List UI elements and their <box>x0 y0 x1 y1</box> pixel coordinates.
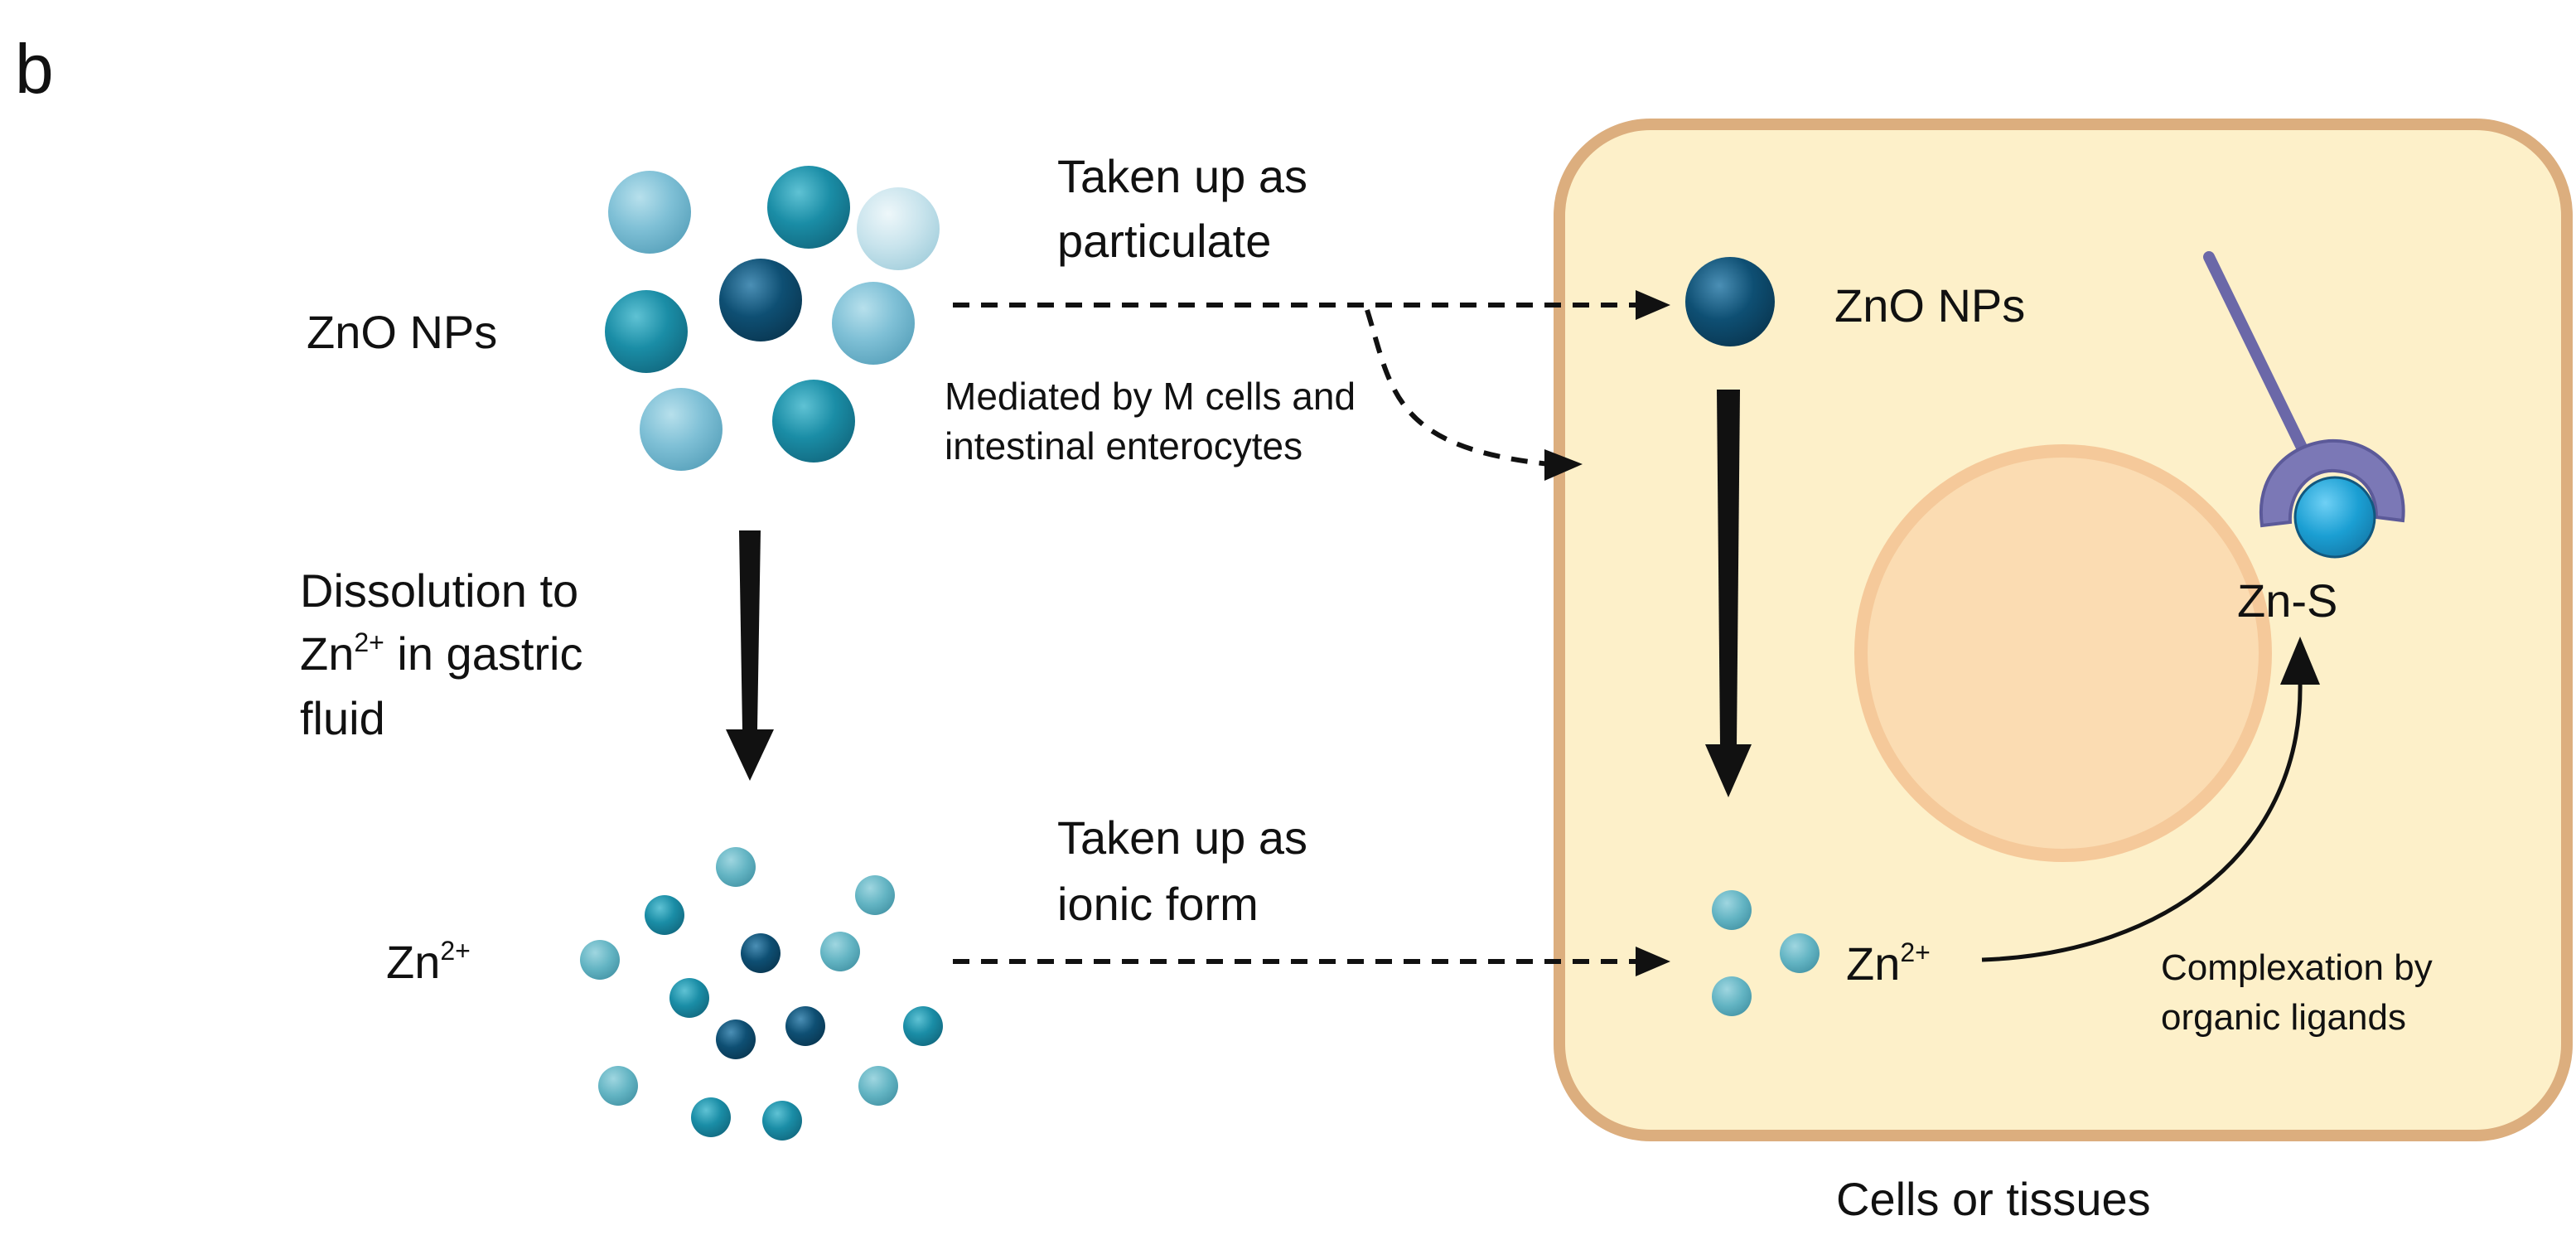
zn-ion <box>820 932 860 971</box>
zn-s-ion <box>2293 476 2376 559</box>
nanoparticle <box>608 171 691 254</box>
nanoparticle <box>640 388 723 471</box>
taken-ionic-label-line2: ionic form <box>1057 878 1259 930</box>
zn-s-label: Zn-S <box>2237 574 2337 627</box>
zn-ion-label-left: Zn2+ <box>386 936 471 988</box>
zn-ion <box>691 1097 731 1137</box>
intracellular-dissolution-arrow <box>1705 390 1752 797</box>
zn-ion-label-cell: Zn2+ <box>1846 937 1931 990</box>
zn-ion-group-cell <box>1712 890 1820 1016</box>
zn-ion <box>1712 976 1752 1016</box>
zn-ion-cluster-left <box>580 847 943 1141</box>
zn-ion <box>716 1019 756 1059</box>
nanoparticle <box>772 380 855 463</box>
dissolution-label-line2: Zn2+ in gastric <box>300 627 582 680</box>
panel-label: b <box>15 30 54 108</box>
dissolution-arrow <box>726 530 774 781</box>
taken-particulate-label-line1: Taken up as <box>1057 150 1307 202</box>
taken-ionic-label-line1: Taken up as <box>1057 811 1307 864</box>
zn-ion <box>598 1066 638 1106</box>
zn-s-complex <box>2203 251 2405 559</box>
nanoparticle <box>832 282 915 365</box>
zno-np-cluster-left <box>605 166 940 471</box>
ligand-cup <box>2259 438 2405 528</box>
zn-ion <box>762 1101 802 1141</box>
zn-ion <box>1712 890 1752 930</box>
nanoparticle <box>857 187 940 270</box>
particulate-uptake-arrow <box>953 290 1670 320</box>
mediated-label-line1: Mediated by M cells and <box>945 375 1356 418</box>
cells-or-tissues-label: Cells or tissues <box>1836 1173 2151 1225</box>
zn-ion <box>858 1066 898 1106</box>
ligand-stalk <box>2203 251 2311 460</box>
dissolution-label-line3: fluid <box>300 692 385 744</box>
nanoparticle <box>767 166 850 249</box>
complexation-label-line2: organic ligands <box>2161 997 2406 1038</box>
complexation-label-line1: Complexation by <box>2161 947 2433 988</box>
zno-np-in-cell <box>1685 257 1775 346</box>
taken-particulate-label-line2: particulate <box>1057 215 1271 267</box>
zn-ion <box>855 875 895 915</box>
dissolution-label-line1: Dissolution to <box>300 564 578 617</box>
zn-ion <box>785 1006 825 1046</box>
ionic-uptake-arrow <box>953 947 1670 976</box>
zn-ion <box>1780 933 1820 973</box>
zn-ion <box>741 933 781 973</box>
zn-ion <box>645 895 684 935</box>
nucleus <box>1854 444 2272 862</box>
zn-ion <box>669 978 709 1018</box>
nanoparticle <box>719 259 802 341</box>
zno-nps-label-left: ZnO NPs <box>307 306 497 358</box>
zn-ion <box>903 1006 943 1046</box>
zno-nps-label-cell: ZnO NPs <box>1834 279 2025 332</box>
zn-ion <box>580 940 620 980</box>
nanoparticle <box>605 290 688 373</box>
mediated-label-line2: intestinal enterocytes <box>945 424 1302 467</box>
zn-ion <box>716 847 756 887</box>
mediated-uptake-arrow <box>1365 309 1583 481</box>
complexation-arrow <box>1981 637 2320 962</box>
